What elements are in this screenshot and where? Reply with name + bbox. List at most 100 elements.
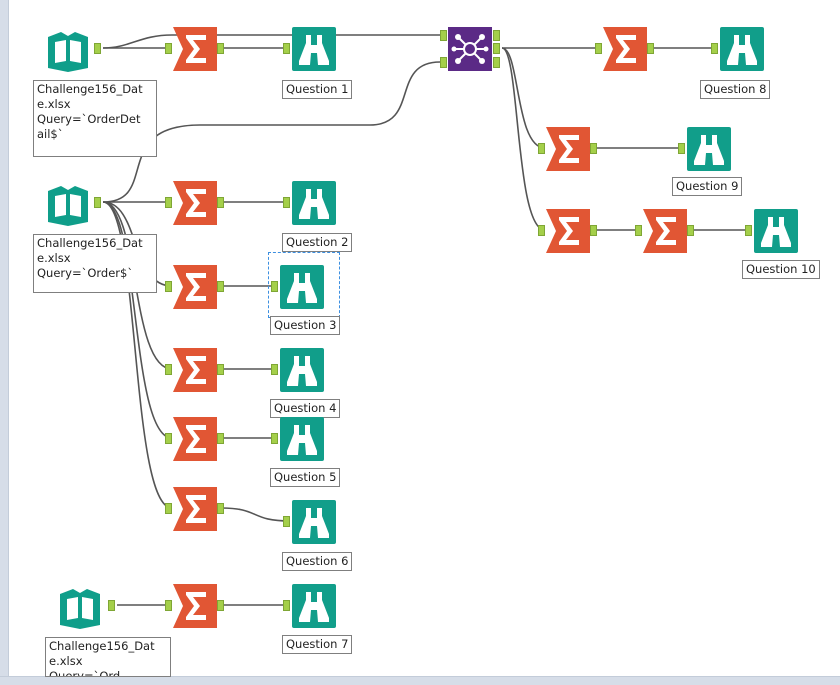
- output-anchor[interactable]: [687, 225, 694, 236]
- sigma-icon: [603, 27, 647, 71]
- input-anchor[interactable]: [283, 516, 290, 527]
- output-anchor[interactable]: [217, 364, 224, 375]
- input-anchor[interactable]: [165, 364, 172, 375]
- output-anchor[interactable]: [217, 600, 224, 611]
- summarize-tool[interactable]: [173, 265, 217, 309]
- output-anchor[interactable]: [94, 43, 101, 54]
- output-anchor[interactable]: [94, 197, 101, 208]
- join-right-output-anchor[interactable]: [493, 57, 500, 68]
- input-anchor[interactable]: [165, 197, 172, 208]
- summarize-tool[interactable]: [546, 209, 590, 253]
- input-data-tool[interactable]: [46, 28, 90, 72]
- output-anchor[interactable]: [108, 600, 115, 611]
- binoculars-icon: [687, 127, 731, 171]
- browse-tool[interactable]: [754, 209, 798, 253]
- summarize-tool[interactable]: [173, 181, 217, 225]
- browse-tool[interactable]: [280, 265, 324, 309]
- browse-tool[interactable]: [292, 181, 336, 225]
- join-inner-output-anchor[interactable]: [493, 43, 500, 54]
- browse-tool[interactable]: [292, 500, 336, 544]
- input-anchor[interactable]: [745, 225, 752, 236]
- input-1-label: Challenge156_Dat e.xlsx Query=`OrderDet …: [33, 80, 157, 157]
- input-anchor[interactable]: [635, 225, 642, 236]
- sigma-icon: [173, 584, 217, 628]
- summarize-tool[interactable]: [546, 127, 590, 171]
- connection-wire: [102, 201, 173, 509]
- binoculars-icon: [754, 209, 798, 253]
- join-left-output-anchor[interactable]: [493, 30, 500, 41]
- browse-tool[interactable]: [687, 127, 731, 171]
- browse-q6-label: Question 6: [282, 552, 353, 571]
- browse-tool[interactable]: [292, 27, 336, 71]
- summarize-tool[interactable]: [603, 27, 647, 71]
- input-anchor[interactable]: [538, 143, 545, 154]
- connection-wire: [102, 201, 173, 439]
- input-anchor[interactable]: [711, 43, 718, 54]
- output-anchor[interactable]: [217, 503, 224, 514]
- input-anchor[interactable]: [283, 43, 290, 54]
- browse-q4-label: Question 4: [270, 399, 341, 418]
- input-anchor[interactable]: [595, 43, 602, 54]
- input-anchor[interactable]: [271, 433, 278, 444]
- connection-wire: [102, 34, 440, 49]
- output-anchor[interactable]: [217, 197, 224, 208]
- browse-q10-label: Question 10: [742, 260, 820, 279]
- input-anchor[interactable]: [538, 225, 545, 236]
- input-anchor[interactable]: [165, 281, 172, 292]
- browse-tool[interactable]: [280, 417, 324, 461]
- connection-wire: [102, 61, 441, 203]
- input-anchor[interactable]: [165, 43, 172, 54]
- canvas-bottom-scrollbar[interactable]: [0, 676, 840, 685]
- input-anchor[interactable]: [271, 364, 278, 375]
- binoculars-icon: [292, 500, 336, 544]
- browse-q1-label: Question 1: [282, 80, 353, 99]
- book-icon: [60, 589, 100, 629]
- input-data-tool[interactable]: [58, 585, 102, 629]
- binoculars-icon: [292, 584, 336, 628]
- input-anchor[interactable]: [271, 281, 278, 292]
- browse-tool[interactable]: [292, 584, 336, 628]
- input-anchor[interactable]: [165, 600, 172, 611]
- join-tool[interactable]: [448, 27, 492, 71]
- summarize-tool[interactable]: [173, 348, 217, 392]
- output-anchor[interactable]: [647, 43, 654, 54]
- connection-wire: [501, 47, 546, 149]
- connection-wire: [501, 47, 546, 231]
- sigma-icon: [643, 209, 687, 253]
- output-anchor[interactable]: [590, 143, 597, 154]
- output-anchor[interactable]: [217, 433, 224, 444]
- binoculars-icon: [292, 27, 336, 71]
- summarize-tool[interactable]: [173, 27, 217, 71]
- browse-q5-label: Question 5: [270, 468, 341, 487]
- output-anchor[interactable]: [217, 43, 224, 54]
- join-right-input-anchor[interactable]: [440, 57, 447, 68]
- input-data-tool[interactable]: [46, 182, 90, 226]
- summarize-tool[interactable]: [173, 487, 217, 531]
- browse-q8-label: Question 8: [700, 80, 771, 99]
- join-left-input-anchor[interactable]: [440, 30, 447, 41]
- sigma-icon: [173, 265, 217, 309]
- output-anchor[interactable]: [217, 281, 224, 292]
- binoculars-icon: [280, 417, 324, 461]
- output-anchor[interactable]: [590, 225, 597, 236]
- input-anchor[interactable]: [165, 433, 172, 444]
- input-anchor[interactable]: [283, 197, 290, 208]
- summarize-tool[interactable]: [643, 209, 687, 253]
- input-3-label: Challenge156_Dat e.xlsx Query=`Ord: [45, 637, 171, 677]
- browse-tool[interactable]: [280, 348, 324, 392]
- browse-q9-label: Question 9: [672, 177, 743, 196]
- sigma-icon: [173, 348, 217, 392]
- sigma-icon: [173, 181, 217, 225]
- connection-wire: [220, 507, 291, 522]
- summarize-tool[interactable]: [173, 584, 217, 628]
- input-anchor[interactable]: [283, 600, 290, 611]
- canvas-left-border: [0, 0, 9, 684]
- book-icon: [48, 186, 88, 226]
- input-anchor[interactable]: [678, 143, 685, 154]
- input-anchor[interactable]: [165, 503, 172, 514]
- browse-tool[interactable]: [720, 27, 764, 71]
- hub-icon: [448, 27, 492, 71]
- summarize-tool[interactable]: [173, 417, 217, 461]
